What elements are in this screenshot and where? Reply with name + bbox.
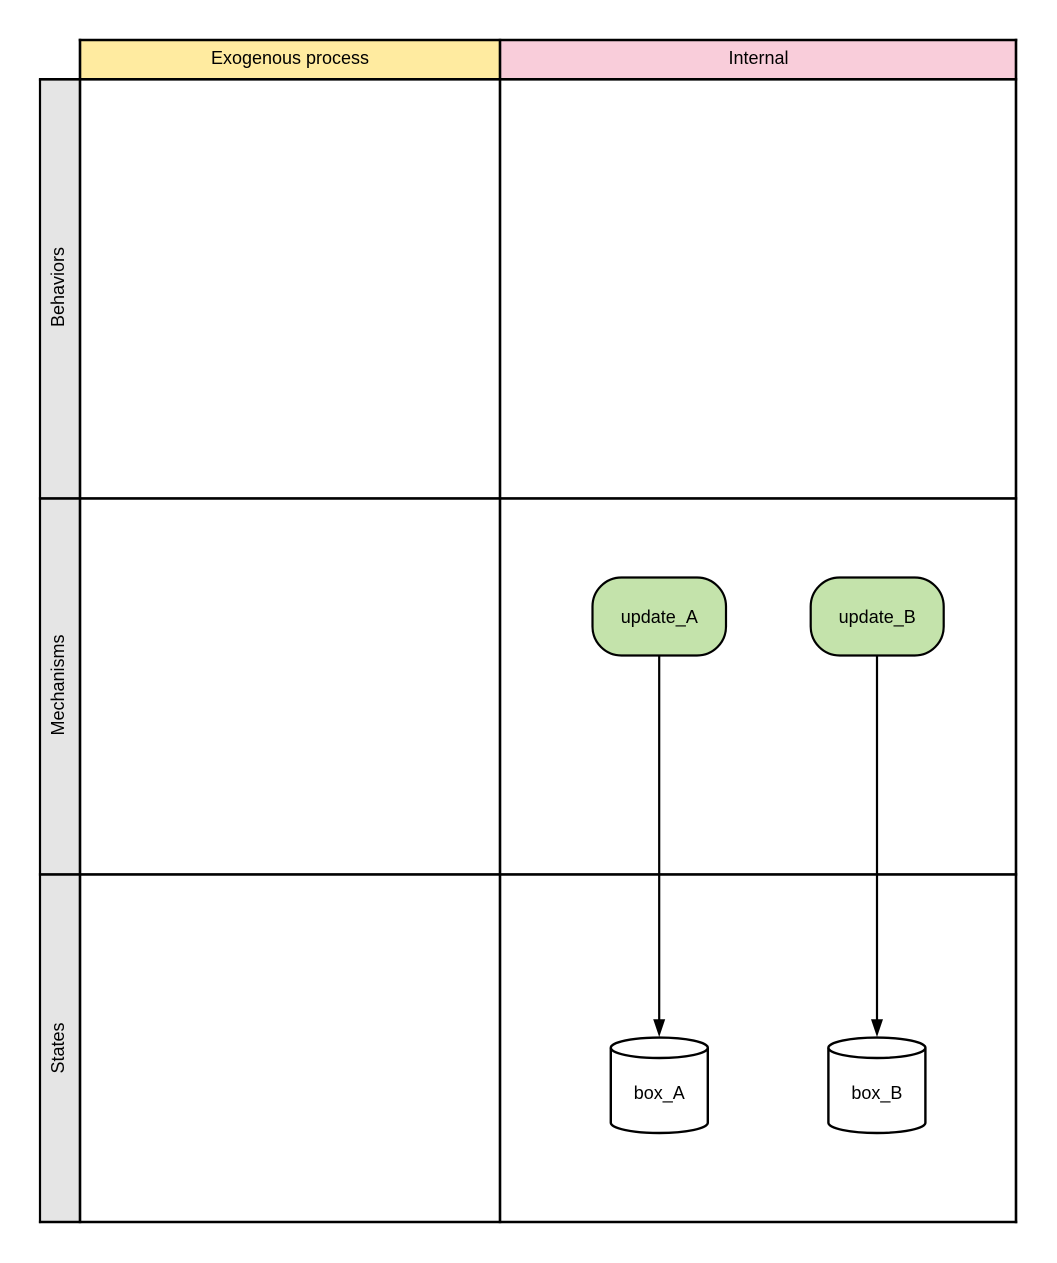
svg-text:Exogenous process: Exogenous process	[211, 48, 369, 68]
svg-text:update_A: update_A	[621, 607, 698, 628]
svg-text:box_A: box_A	[634, 1083, 685, 1104]
svg-text:Behaviors: Behaviors	[48, 247, 68, 327]
svg-text:box_B: box_B	[851, 1083, 902, 1104]
svg-text:update_B: update_B	[839, 607, 916, 628]
svg-text:Internal: Internal	[728, 48, 788, 68]
svg-text:States: States	[48, 1022, 68, 1073]
svg-text:Mechanisms: Mechanisms	[48, 634, 68, 735]
